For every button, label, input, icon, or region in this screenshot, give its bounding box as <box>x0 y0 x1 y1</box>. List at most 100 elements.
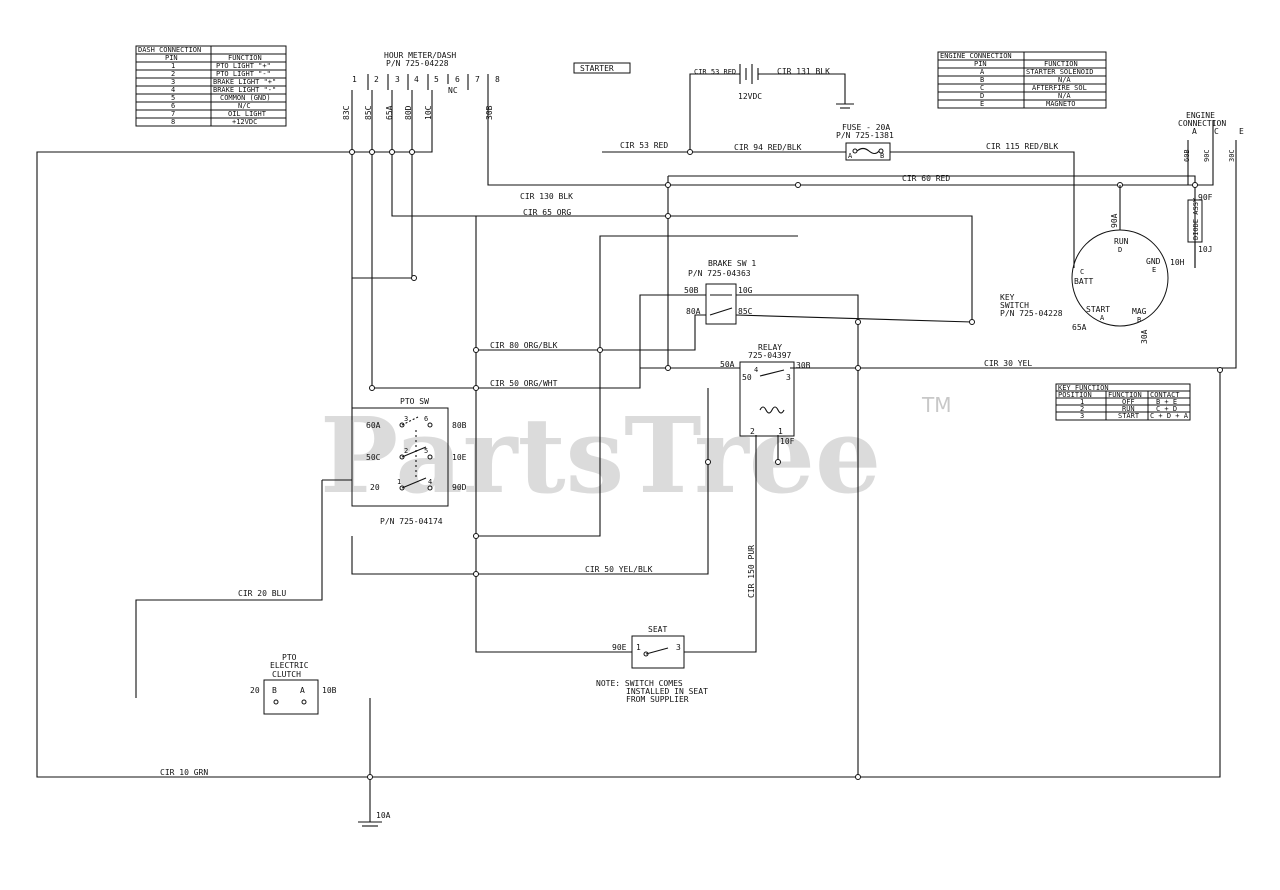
diode-wire: 90F <box>1198 193 1213 202</box>
pto-wire: 90D <box>452 483 467 492</box>
key-switch-title: KEY <box>1000 293 1015 302</box>
key-table-title: KEY FUNCTION <box>1058 384 1109 392</box>
dash-row-function: COMMON (GND) <box>220 94 271 102</box>
fuse-terminal-b: B <box>880 152 884 160</box>
label-cir130: CIR 130 BLK <box>520 192 573 201</box>
engine-connection-title: ENGINE <box>1186 111 1215 120</box>
brake-wire: 85C <box>738 307 753 316</box>
engine-pin-e: E <box>1239 127 1244 136</box>
relay: RELAY 725-04397 50A 30B 10F 50 4 3 2 1 <box>720 343 811 446</box>
seat-note: INSTALLED IN SEAT <box>626 687 708 696</box>
dash-row-function: +12VDC <box>232 118 257 126</box>
label-cir94: CIR 94 RED/BLK <box>734 143 802 152</box>
dash-row-function: BRAKE LIGHT "+" <box>213 78 276 86</box>
pto-wire: 20 <box>370 483 380 492</box>
key-switch: RUN D C BATT GND E START A MAG B 90A 10H… <box>1000 185 1185 344</box>
key-terminal: BATT <box>1074 277 1093 286</box>
seat-note: FROM SUPPLIER <box>626 695 689 704</box>
wire-label: 80D <box>404 105 413 120</box>
junction-dots <box>349 149 1223 780</box>
hour-meter-pin: 1 <box>352 75 357 84</box>
key-terminal: C <box>1080 268 1084 276</box>
label-cir20: CIR 20 BLU <box>238 589 286 598</box>
clutch-wire: 20 <box>250 686 260 695</box>
pto-pin: 6 <box>424 415 428 423</box>
key-switch-part: P/N 725-04228 <box>1000 309 1063 318</box>
hour-meter-pin: 5 <box>434 75 439 84</box>
key-row-cell: 3 <box>1080 412 1084 420</box>
dash-row-pin: 5 <box>171 94 175 102</box>
pto-switch-title: PTO SW <box>400 397 429 406</box>
engine-table-title: ENGINE CONNECTION <box>940 52 1012 60</box>
fuse: FUSE - 20A P/N 725-1381 A B <box>836 123 894 161</box>
brake-switch-part: P/N 725-04363 <box>688 269 751 278</box>
pto-pin: 2 <box>404 447 408 455</box>
relay-pin: 1 <box>778 427 783 436</box>
key-wire: 30A <box>1140 329 1149 344</box>
battery-voltage: 12VDC <box>738 92 762 101</box>
wire-label: 90C <box>1203 149 1211 162</box>
relay-pin: 50 <box>742 373 752 382</box>
engine-connection: ENGINE CONNECTION A C E 60B 90C 30C <box>1178 111 1244 162</box>
ground-wire-label: 10A <box>376 811 391 820</box>
pto-pin: 1 <box>397 478 401 486</box>
engine-pin-c: C <box>1214 127 1219 136</box>
seat-pin: 3 <box>676 643 681 652</box>
label-cir30: CIR 30 YEL <box>984 359 1032 368</box>
dash-row-pin: 6 <box>171 102 175 110</box>
fuse-title: FUSE - 20A <box>842 123 890 132</box>
key-row-cell: START <box>1118 412 1140 420</box>
fuse-part: P/N 725-1381 <box>836 131 894 140</box>
relay-wire: 50A <box>720 360 735 369</box>
dash-row-function: PTO LIGHT "-" <box>216 70 271 78</box>
engine-row-function: STARTER SOLENOID <box>1026 68 1093 76</box>
seat-wire: 90E <box>612 643 627 652</box>
wiring <box>36 90 1237 827</box>
dash-table-header-pin: PIN <box>165 54 178 62</box>
key-table-header: POSITION <box>1058 391 1092 399</box>
engine-row-pin: E <box>980 100 984 108</box>
key-switch-title2: SWITCH <box>1000 301 1029 310</box>
engine-row-pin: D <box>980 92 984 100</box>
wire-label: 30B <box>485 105 494 120</box>
engine-connection-table: ENGINE CONNECTION PIN FUNCTION A STARTER… <box>937 51 1107 109</box>
key-wire: 10H <box>1170 258 1185 267</box>
brake-wire: 10G <box>738 286 753 295</box>
relay-pin: 4 <box>754 366 758 374</box>
relay-title: RELAY <box>758 343 782 352</box>
engine-row-function: MAGNETO <box>1046 100 1076 108</box>
key-row-cell: OFF <box>1122 398 1135 406</box>
brake-wire: 50B <box>684 286 699 295</box>
key-table-header: CONTACT <box>1150 391 1180 399</box>
pto-pin: 5 <box>424 447 428 455</box>
wire-label: 60B <box>1183 149 1191 162</box>
key-row-cell: C + D + A <box>1150 412 1189 420</box>
pto-wire: 80B <box>452 421 467 430</box>
battery-cir-blk: CIR 131 BLK <box>777 67 830 76</box>
wire-label: 10C <box>424 105 433 120</box>
label-cir80: CIR 80 ORG/BLK <box>490 341 558 350</box>
dash-row-function: OIL LIGHT <box>228 110 267 118</box>
seat-switch: SEAT 90E 1 3 NOTE: SWITCH COMES INSTALLE… <box>596 625 708 704</box>
key-terminal: B <box>1137 316 1141 324</box>
label-cir50wht: CIR 50 ORG/WHT <box>490 379 558 388</box>
label-cir115: CIR 115 RED/BLK <box>986 142 1058 151</box>
engine-table-header-pin: PIN <box>974 60 987 68</box>
hour-meter-pin: 3 <box>395 75 400 84</box>
engine-row-function: AFTERFIRE SOL <box>1032 84 1087 92</box>
label-cir53: CIR 53 RED <box>620 141 668 150</box>
dash-row-function: N/C <box>238 102 251 110</box>
hour-meter-pin: 2 <box>374 75 379 84</box>
hour-meter-pin: 6 <box>455 75 460 84</box>
watermark-tm: TM <box>921 393 951 417</box>
key-row-cell: RUN <box>1122 405 1135 413</box>
hour-meter-pin: 7 <box>475 75 480 84</box>
brake-wire: 80A <box>686 307 701 316</box>
clutch-title: PTO <box>282 653 297 662</box>
dash-row-pin: 1 <box>171 62 175 70</box>
engine-row-pin: A <box>980 68 985 76</box>
seat-title: SEAT <box>648 625 667 634</box>
hour-meter-part: P/N 725-04228 <box>386 59 449 68</box>
seat-note: NOTE: SWITCH COMES <box>596 679 683 688</box>
brake-switch-title: BRAKE SW 1 <box>708 259 756 268</box>
